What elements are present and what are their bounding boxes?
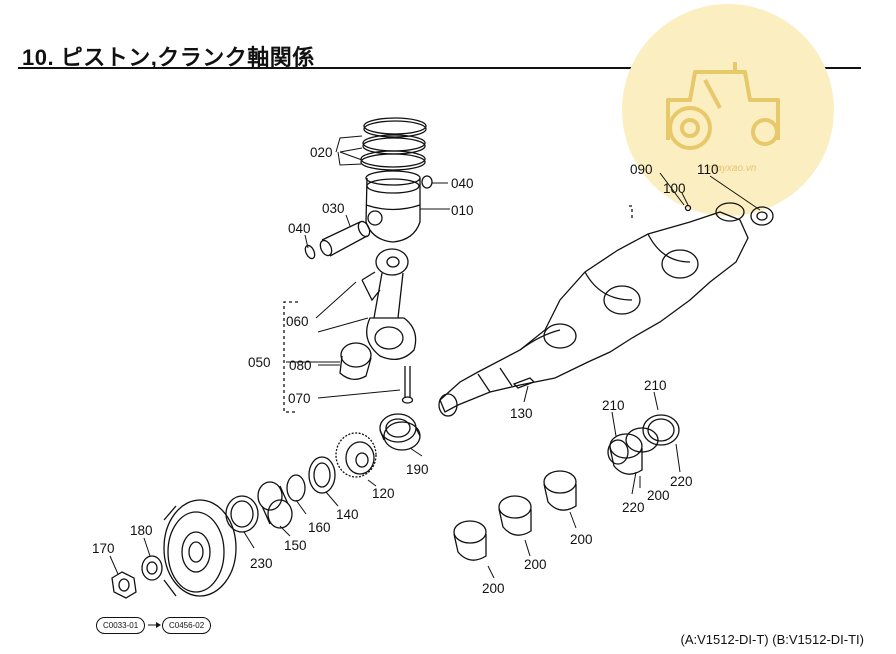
model-note: (A:V1512-DI-T) (B:V1512-DI-TI) xyxy=(680,632,865,647)
oil-seal-230 xyxy=(225,495,259,533)
circlip-right xyxy=(421,175,433,189)
label-120: 120 xyxy=(372,486,395,501)
leader-lines xyxy=(109,135,761,579)
key xyxy=(512,377,536,389)
label-040-right: 040 xyxy=(451,176,474,191)
label-180: 180 xyxy=(130,523,153,538)
ref-tag-1: C0033-01 xyxy=(96,617,146,634)
o-ring-160 xyxy=(286,474,306,502)
collar-150 xyxy=(257,481,293,529)
collar-140 xyxy=(308,456,336,494)
page-title: 10. ピストン,クランク軸関係 xyxy=(22,45,315,70)
rear-bearing xyxy=(715,202,774,226)
label-150: 150 xyxy=(284,538,307,553)
watermark-text: mayxao.vn xyxy=(708,163,757,174)
crank-gear xyxy=(335,432,377,478)
label-020: 020 xyxy=(310,145,333,160)
part-labels: 020 040 030 010 040 060 050 080 070 090 … xyxy=(92,145,719,596)
label-080: 080 xyxy=(289,358,312,373)
label-230: 230 xyxy=(250,556,273,571)
label-160: 160 xyxy=(308,520,331,535)
label-200-b: 200 xyxy=(524,557,547,572)
piston-pin xyxy=(319,220,371,257)
label-190: 190 xyxy=(406,462,429,477)
label-040-left: 040 xyxy=(288,221,311,236)
plug-100 xyxy=(684,204,692,212)
title-rule xyxy=(18,67,861,69)
crankshaft xyxy=(438,205,749,417)
label-100: 100 xyxy=(663,181,686,196)
rod-bolt xyxy=(401,366,414,404)
label-200-c: 200 xyxy=(570,532,593,547)
ref-tag-2: C0456-02 xyxy=(162,617,212,634)
main-bearing-1 xyxy=(453,520,487,561)
label-210-left: 210 xyxy=(602,398,625,413)
connecting-rod xyxy=(361,248,417,361)
thrust-washer-210 xyxy=(607,439,629,465)
main-bearing-4 xyxy=(609,427,659,475)
label-030: 030 xyxy=(322,201,345,216)
main-bearing-3 xyxy=(543,470,577,511)
thrust-washer-220 xyxy=(642,414,680,446)
crank-pulley xyxy=(163,499,237,597)
label-130: 130 xyxy=(510,406,533,421)
label-140: 140 xyxy=(336,507,359,522)
bearing-190 xyxy=(379,413,421,451)
label-220-left: 220 xyxy=(622,500,645,515)
ref-arrow-head xyxy=(156,622,161,628)
main-bearing-2 xyxy=(498,495,532,536)
label-060: 060 xyxy=(286,314,309,329)
label-170: 170 xyxy=(92,541,115,556)
label-050: 050 xyxy=(248,355,271,370)
label-110: 110 xyxy=(697,162,719,177)
label-200-a: 200 xyxy=(482,581,505,596)
piston xyxy=(365,170,421,243)
label-210-right: 210 xyxy=(644,378,667,393)
label-010: 010 xyxy=(451,203,474,218)
nut-170 xyxy=(111,571,137,599)
washer-180 xyxy=(141,555,163,581)
group-bracket-050 xyxy=(283,301,298,413)
label-200-right: 200 xyxy=(647,488,670,503)
piston-rings xyxy=(360,117,427,171)
label-090: 090 xyxy=(630,162,653,177)
label-220-right: 220 xyxy=(670,474,693,489)
watermark-logo: mayxao.vn xyxy=(622,4,834,216)
circlip-left xyxy=(304,244,316,260)
label-070: 070 xyxy=(288,391,311,406)
rod-bearing xyxy=(339,342,372,380)
